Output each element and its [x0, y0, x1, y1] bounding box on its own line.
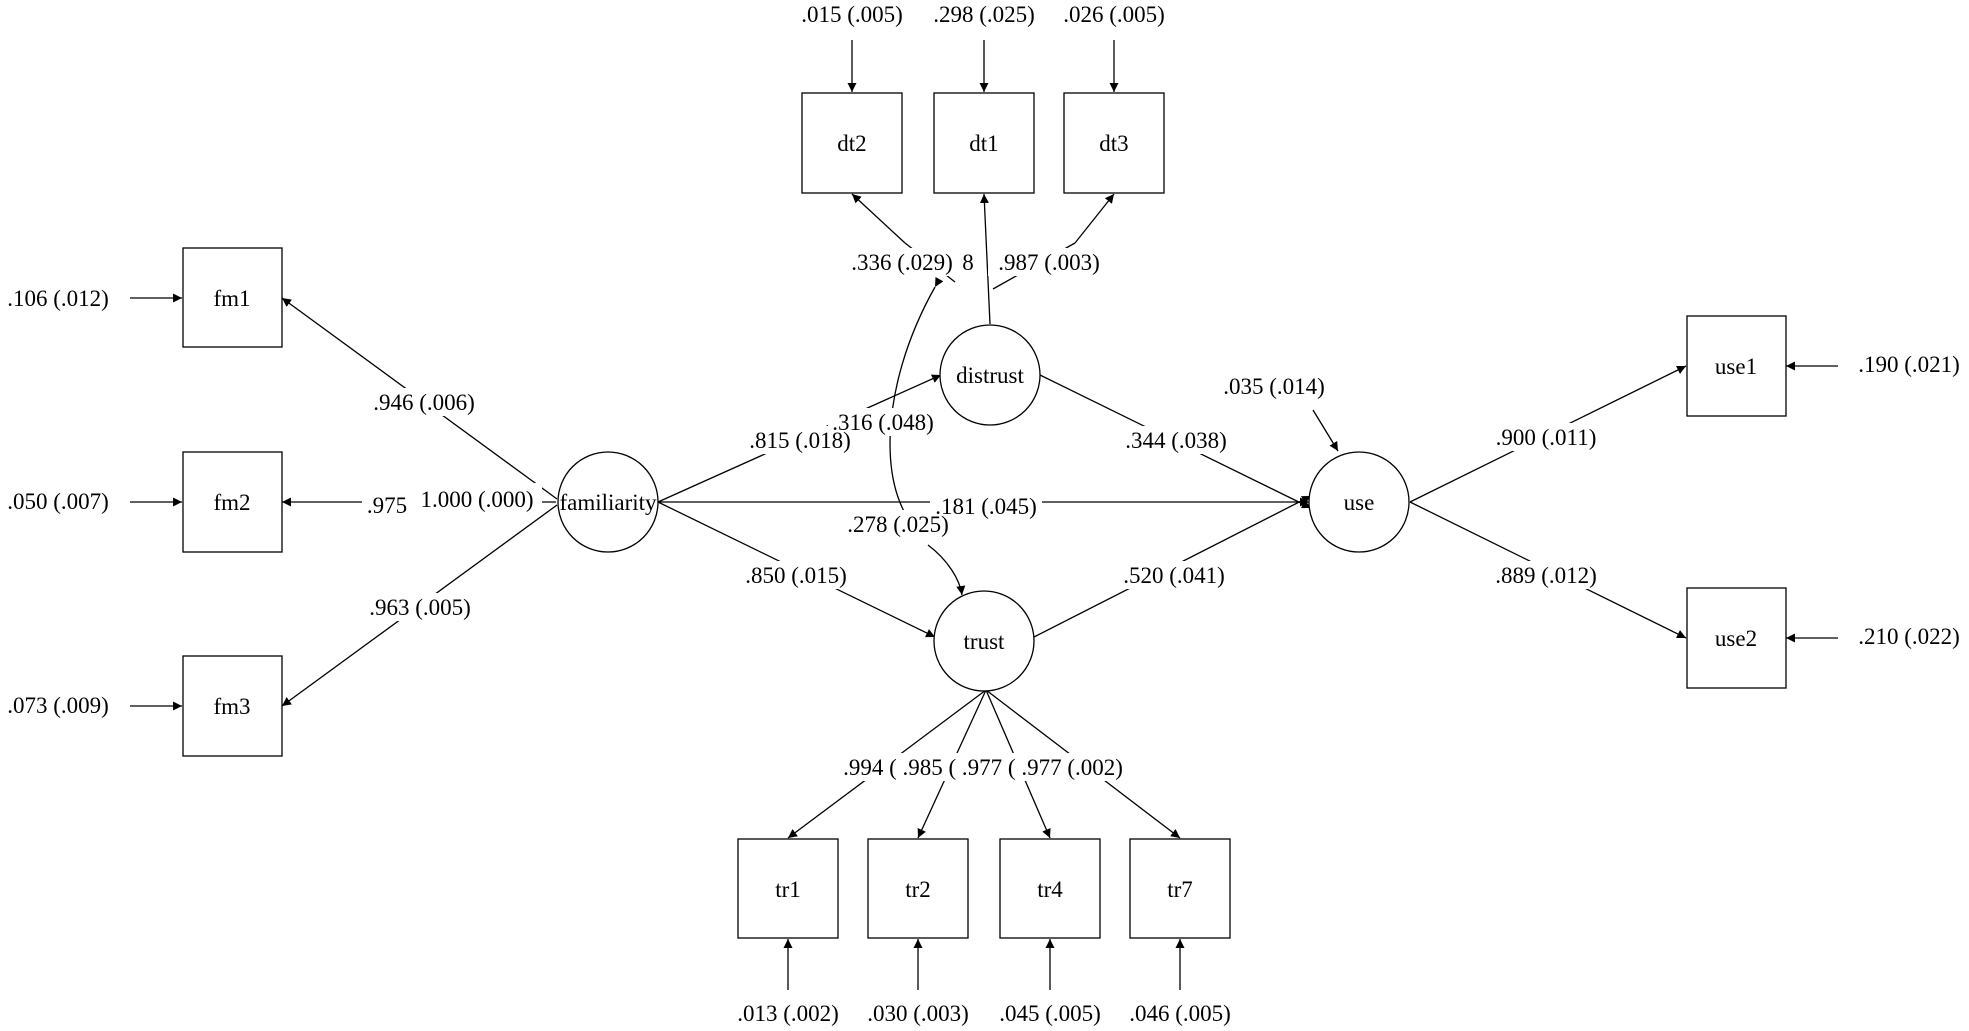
- label-path-fam-use: .181 (.045): [935, 494, 1037, 519]
- svg-text:use2: use2: [1715, 626, 1757, 651]
- loading-arrow-dt1: [979, 193, 991, 325]
- svg-text:tr7: tr7: [1167, 877, 1193, 902]
- node-fm3: fm3: [182, 655, 283, 757]
- label-err-tr2: .030 (.003): [867, 1001, 969, 1026]
- svg-text:trust: trust: [964, 629, 1006, 654]
- label-err-use: .035 (.014): [1223, 374, 1325, 399]
- label-err-tr1: .013 (.002): [737, 1001, 839, 1026]
- svg-text:tr2: tr2: [905, 877, 931, 902]
- svg-text:fm2: fm2: [213, 490, 250, 515]
- observed-nodes: dt2 dt1 dt3 fm1 fm2 fm3 tr1 tr2 tr4 tr7 …: [182, 92, 1787, 939]
- label-load-use1: .900 (.011): [1496, 425, 1597, 450]
- label-err-dt1: .298 (.025): [933, 2, 1035, 27]
- covariance-arc-trust: [927, 544, 966, 596]
- label-load-dt-b: 8: [962, 250, 974, 275]
- svg-text:tr4: tr4: [1037, 877, 1063, 902]
- svg-text:use1: use1: [1715, 354, 1757, 379]
- label-cov-dis-trust: .316 (.048): [832, 410, 934, 435]
- label-load-tr: .994 ( .985 ( .977 ( .977 (.002): [843, 755, 1123, 780]
- node-dt1: dt1: [933, 92, 1035, 194]
- svg-text:fm1: fm1: [213, 286, 250, 311]
- label-load-fm1: .946 (.006): [373, 390, 475, 415]
- label-err-fm1: .106 (.012): [7, 286, 109, 311]
- label-err-dt3: .026 (.005): [1063, 2, 1165, 27]
- label-err-tr7: .046 (.005): [1129, 1001, 1231, 1026]
- label-path-fam-trust: .850 (.015): [745, 563, 847, 588]
- label-err-fm3: .073 (.009): [7, 693, 109, 718]
- error-arrow-use: [1312, 409, 1339, 452]
- svg-text:familiarity: familiarity: [559, 490, 657, 515]
- label-knockouts: [360, 248, 1606, 781]
- node-use1: use1: [1686, 315, 1787, 417]
- latent-nodes: familiarity distrust trust use: [557, 324, 1410, 692]
- svg-text:dt1: dt1: [969, 131, 998, 156]
- label-load-dt-a: .336 (.029): [851, 250, 953, 275]
- label-err-tr4: .045 (.005): [999, 1001, 1101, 1026]
- label-load-fm2-b: 1.000 (.000): [420, 487, 533, 512]
- loading-arrow-dt3: [1074, 193, 1115, 244]
- labels: .015 (.005) .298 (.025) .026 (.005) .106…: [7, 2, 1960, 1026]
- node-dt3: dt3: [1063, 92, 1165, 194]
- label-load-use2: .889 (.012): [1495, 563, 1597, 588]
- node-fm1: fm1: [182, 247, 283, 348]
- node-tr4: tr4: [999, 838, 1101, 939]
- label-err-use1: .190 (.021): [1858, 352, 1960, 377]
- node-use: use: [1308, 451, 1410, 553]
- node-fm2: fm2: [182, 451, 283, 553]
- node-tr1: tr1: [737, 838, 839, 939]
- svg-text:use: use: [1344, 490, 1375, 515]
- svg-text:dt2: dt2: [837, 131, 866, 156]
- label-err-fm2: .050 (.007): [7, 489, 109, 514]
- node-tr2: tr2: [867, 838, 969, 939]
- label-load-fm3: .963 (.005): [369, 595, 471, 620]
- node-dt2: dt2: [801, 92, 903, 194]
- label-path-dis-use: .344 (.038): [1125, 428, 1227, 453]
- svg-text:distrust: distrust: [956, 363, 1024, 388]
- label-load-dt-c: .987 (.003): [998, 250, 1100, 275]
- node-use2: use2: [1686, 587, 1787, 689]
- node-familiarity: familiarity: [557, 451, 659, 553]
- loading-arrow-dt2: [851, 193, 906, 244]
- label-cov-trust-b: .278 (.025): [847, 512, 949, 537]
- svg-text:tr1: tr1: [775, 877, 801, 902]
- node-trust: trust: [933, 590, 1035, 692]
- label-path-trust-use: .520 (.041): [1123, 563, 1225, 588]
- label-load-fm2-a: .975: [367, 493, 407, 518]
- node-tr7: tr7: [1129, 838, 1231, 939]
- svg-text:dt3: dt3: [1099, 131, 1128, 156]
- svg-text:fm3: fm3: [213, 694, 250, 719]
- label-path-fam-dis: .815 (.018): [749, 428, 851, 453]
- label-err-use2: .210 (.022): [1858, 624, 1960, 649]
- label-err-dt2: .015 (.005): [801, 2, 903, 27]
- node-distrust: distrust: [939, 324, 1041, 426]
